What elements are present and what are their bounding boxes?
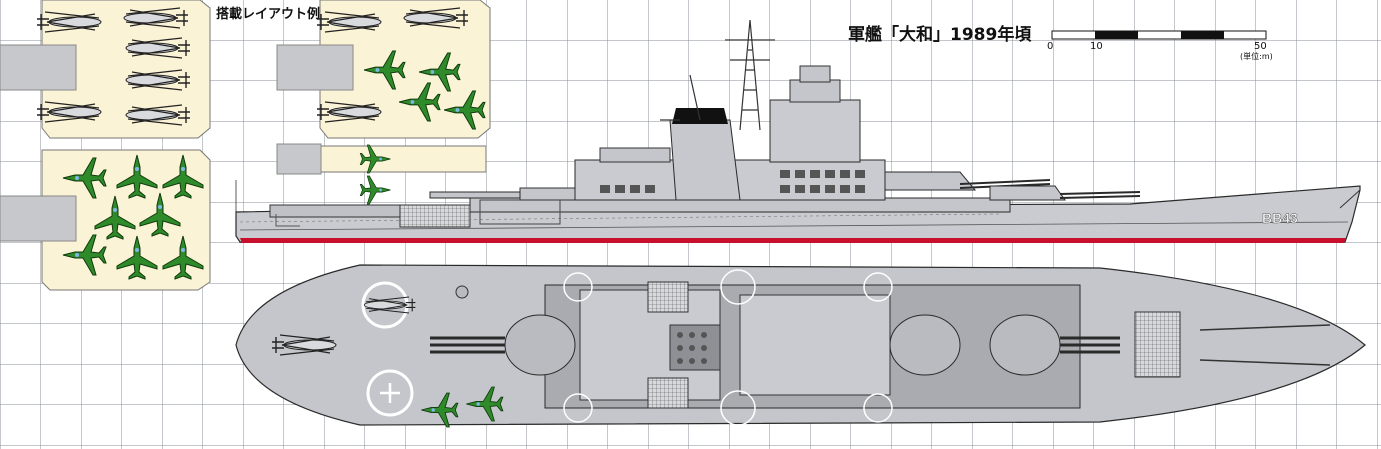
- loadout-panel-strip: [276, 143, 487, 205]
- secondary-mounts: [563, 269, 893, 426]
- main-mast: [660, 19, 775, 131]
- diagram-title: 軍艦「大和」1989年頃: [848, 24, 1032, 45]
- bridge-tower: [769, 99, 861, 163]
- scale-tick-0: 0: [1047, 41, 1053, 52]
- main-turrets-side: [429, 171, 1141, 201]
- boot-top-stripe: [240, 238, 1346, 243]
- ship-side-profile: BB43: [235, 19, 1361, 243]
- loadout-panel-mixed: [276, 0, 491, 139]
- scale-tick-10: 10: [1090, 41, 1103, 52]
- main-turrets-top: [430, 314, 1120, 376]
- ship-top-view: [235, 264, 1366, 428]
- loadout-panel-helicopters: [0, 0, 211, 139]
- funnel-cap: [672, 108, 728, 124]
- scale-tick-50: 50: [1254, 41, 1267, 52]
- helipad-forward: [361, 281, 416, 329]
- layout-caption: 搭載レイアウト例: [216, 6, 320, 22]
- scale-bar: [1051, 30, 1267, 40]
- hull-number: BB43: [1262, 210, 1298, 226]
- helipad-aft: [366, 369, 414, 417]
- scale-unit: (単位:m): [1240, 51, 1273, 61]
- funnel: [669, 119, 741, 201]
- loadout-panel-jets: [0, 149, 211, 291]
